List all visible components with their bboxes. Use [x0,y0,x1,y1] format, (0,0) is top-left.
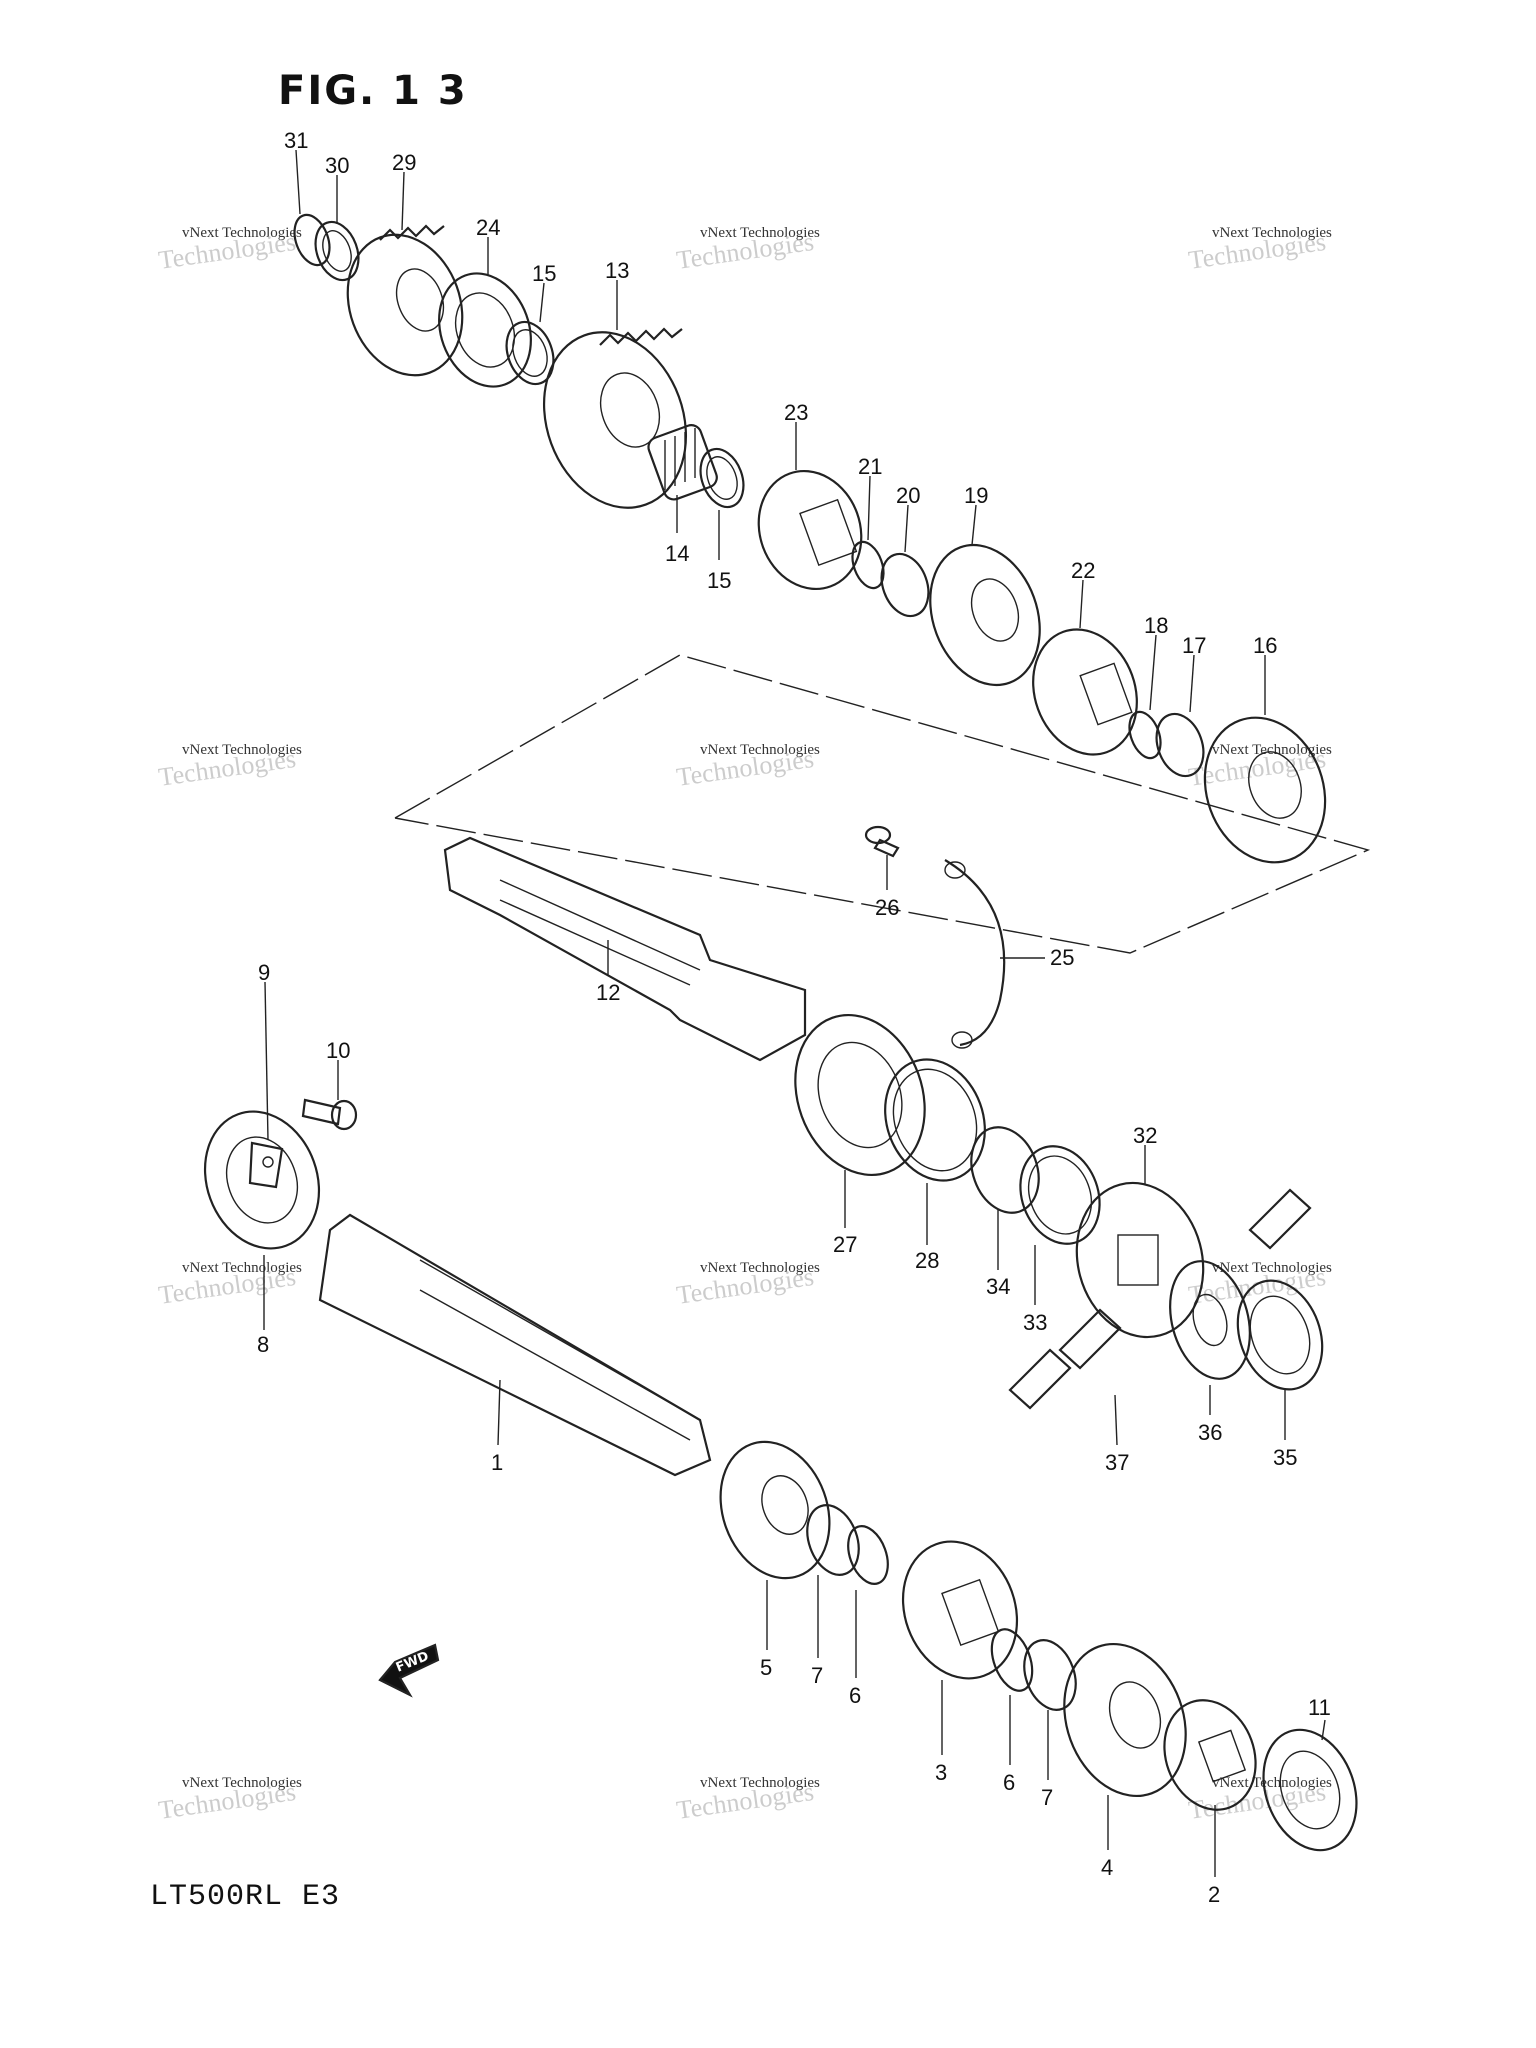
chain-37 [1008,1188,1312,1410]
lock-washer-36 [1169,1260,1251,1380]
callout-6: 6 [849,1683,861,1708]
circlip-21 [851,540,885,590]
fwd-arrow-icon: FWD [378,1643,440,1698]
bearing-11 [1262,1728,1358,1852]
callout-14: 14 [665,541,689,566]
spacer-33 [1019,1145,1101,1245]
figure-title: FIG. 1 3 [278,68,468,114]
shaft-1 [318,1213,712,1477]
washer-15-upper [505,320,555,386]
circlip-6-lower [990,1628,1034,1692]
callout-33: 33 [1023,1310,1047,1335]
callout-15: 15 [707,568,731,593]
screw-26 [864,825,900,858]
callout-3: 3 [935,1760,947,1785]
callout-31: 31 [284,128,308,153]
washer-30 [314,220,360,282]
callout-16: 16 [1253,633,1277,658]
washer-7-upper [806,1504,860,1576]
collar-28 [884,1058,986,1182]
sprocket-32 [1075,1181,1205,1339]
callout-8: 8 [257,1332,269,1357]
callout-10: 10 [326,1038,350,1063]
callout-21: 21 [858,454,882,479]
circlip-31 [293,213,331,267]
washer-9 [248,1141,284,1189]
callout-23: 23 [784,400,808,425]
callout-7: 7 [1041,1785,1053,1810]
callout-25: 25 [1050,945,1074,970]
washer-15-lower [699,447,745,509]
washer-17 [1155,712,1205,778]
oil-seal-35 [1236,1279,1324,1391]
gear-2 [1163,1699,1257,1811]
gear-3 [901,1540,1019,1680]
model-code: LT500RL E3 [150,1880,341,1914]
gear-16 [1203,716,1327,864]
callout-20: 20 [896,483,920,508]
callout-32: 32 [1133,1123,1157,1148]
washer-20 [880,552,930,618]
callouts: 31 30 29 24 15 13 14 15 23 21 20 19 22 1… [257,128,1331,1907]
retainer-25 [944,859,1006,1049]
callout-22: 22 [1071,558,1095,583]
callout-7: 7 [811,1663,823,1688]
callout-1: 1 [491,1450,503,1475]
gear-5 [719,1440,831,1580]
callout-2: 2 [1208,1882,1220,1907]
callout-11: 11 [1308,1695,1331,1720]
callout-15: 15 [532,261,556,286]
callout-37: 37 [1105,1450,1129,1475]
callout-36: 36 [1198,1420,1222,1445]
assembly-outline [394,654,1371,954]
callout-28: 28 [915,1248,939,1273]
callout-6: 6 [1003,1770,1015,1795]
callout-30: 30 [325,153,349,178]
bearing-8 [203,1110,321,1250]
callout-18: 18 [1144,613,1168,638]
gear-4 [1063,1642,1187,1798]
bearing-27 [794,1013,926,1177]
callout-27: 27 [833,1232,857,1257]
gear-23 [757,469,863,591]
callout-4: 4 [1101,1855,1113,1880]
gear-22 [1032,628,1138,756]
callout-24: 24 [476,215,500,240]
washer-7-lower [1023,1639,1077,1711]
callout-35: 35 [1273,1445,1297,1470]
bearing-24 [438,272,532,388]
callout-26: 26 [875,895,899,920]
callout-13: 13 [605,258,629,283]
callout-12: 12 [596,980,620,1005]
o-ring-34 [970,1126,1040,1214]
needle-bearing-14 [647,424,718,501]
shaft-12 [443,836,807,1062]
bolt-10 [301,1098,358,1131]
callout-34: 34 [986,1274,1010,1299]
gear-19 [929,543,1041,687]
callout-5: 5 [760,1655,772,1680]
callout-9: 9 [258,960,270,985]
circlip-6-upper [847,1525,889,1585]
gear-13 [542,327,688,509]
gear-29 [346,224,464,377]
leader-lines [263,149,1326,1877]
callout-17: 17 [1182,633,1206,658]
callout-19: 19 [964,483,988,508]
callout-29: 29 [392,150,416,175]
